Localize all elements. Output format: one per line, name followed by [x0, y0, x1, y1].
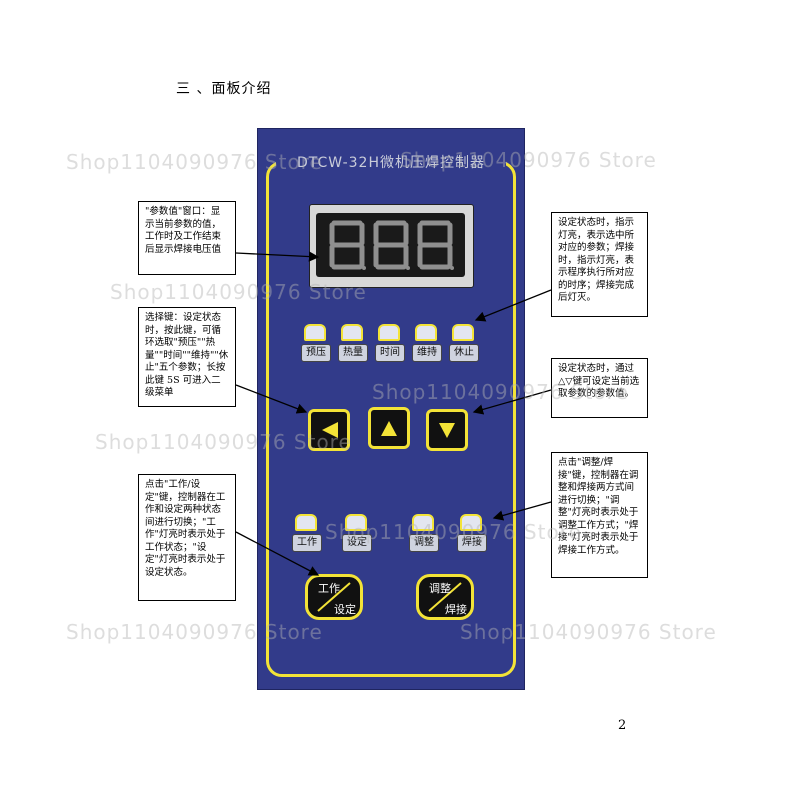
indicator-heat: 热量: [338, 324, 368, 366]
indicator-time: 时间: [375, 324, 405, 366]
indicator-lamp: [378, 324, 400, 341]
arrow-indicator-lamps: [474, 289, 552, 322]
note-adjust-weld: 点击"调整/焊接"键，控制器在调整和焊接两方式间进行切换；"调整"灯亮时表示处于…: [551, 452, 648, 578]
led-digit-3: [417, 220, 454, 270]
indicator-label: 预压: [301, 344, 331, 362]
slash-divider-icon: [428, 582, 462, 612]
up-button[interactable]: [368, 407, 410, 449]
arrow-work-set: [235, 531, 320, 576]
arrow-select-key: [235, 384, 308, 414]
select-left-button[interactable]: [308, 409, 350, 451]
indicator-label: 工作: [292, 534, 322, 552]
work-label: 工作: [318, 582, 340, 595]
arrow-up-down-keys: [472, 389, 552, 415]
indicator-work: 工作: [292, 514, 322, 556]
set-label: 设定: [334, 603, 356, 616]
note-work-set: 点击"工作/设定"键，控制器在工作和设定两种状态间进行切换；"工作"灯亮时表示处…: [138, 474, 236, 601]
indicator-label: 调整: [409, 534, 439, 552]
indicator-rest: 休止: [449, 324, 479, 366]
down-arrow-icon: [439, 423, 455, 438]
indicator-hold: 维持: [412, 324, 442, 366]
led-digit-1: [329, 220, 366, 270]
indicator-lamp: [341, 324, 363, 341]
led-screen: [316, 213, 465, 277]
indicator-lamp: [415, 324, 437, 341]
indicator-preload: 预压: [301, 324, 331, 366]
led-digit-2: [373, 220, 410, 270]
arrow-adjust-weld: [492, 501, 552, 521]
indicator-set: 设定: [342, 514, 372, 556]
indicator-lamp: [412, 514, 434, 531]
parameter-display: [309, 204, 474, 288]
note-up-down-keys: 设定状态时，通过△▽键可设定当前选取参数的参数值。: [551, 358, 648, 418]
indicator-label: 设定: [342, 534, 372, 552]
indicator-label: 焊接: [457, 534, 487, 552]
note-param-window: "参数值"窗口：显示当前参数的值，工作时及工作结束后显示焊接电压值: [138, 201, 236, 275]
left-arrow-icon: [322, 422, 338, 438]
adjust-label: 调整: [429, 582, 451, 595]
note-indicator-lamps: 设定状态时，指示灯亮，表示选中所对应的参数；焊接时，指示灯亮，表示程序执行所对应…: [551, 212, 648, 317]
indicator-label: 热量: [338, 344, 368, 362]
indicator-label: 休止: [449, 344, 479, 362]
indicator-lamp: [304, 324, 326, 341]
work-set-button[interactable]: 工作 设定: [305, 574, 363, 620]
page-number: 2: [618, 718, 627, 733]
indicator-adjust: 调整: [409, 514, 439, 556]
weld-label: 焊接: [445, 603, 467, 616]
arrow-param-window: [235, 251, 320, 262]
up-arrow-icon: [381, 421, 397, 436]
indicator-lamp: [345, 514, 367, 531]
slash-divider-icon: [317, 582, 351, 612]
down-button[interactable]: [426, 409, 468, 451]
indicator-label: 维持: [412, 344, 442, 362]
note-select-key: 选择键：设定状态时，按此键，可循环选取"预压""热量""时间""维持""休止"五…: [138, 307, 236, 407]
indicator-lamp: [295, 514, 317, 531]
indicator-weld: 焊接: [457, 514, 487, 556]
adjust-weld-button[interactable]: 调整 焊接: [416, 574, 474, 620]
panel-title: DTCW-32H微机压焊控制器: [276, 151, 506, 175]
section-title: 三 、面板介绍: [176, 81, 272, 97]
indicator-lamp: [460, 514, 482, 531]
indicator-label: 时间: [375, 344, 405, 362]
indicator-lamp: [452, 324, 474, 341]
